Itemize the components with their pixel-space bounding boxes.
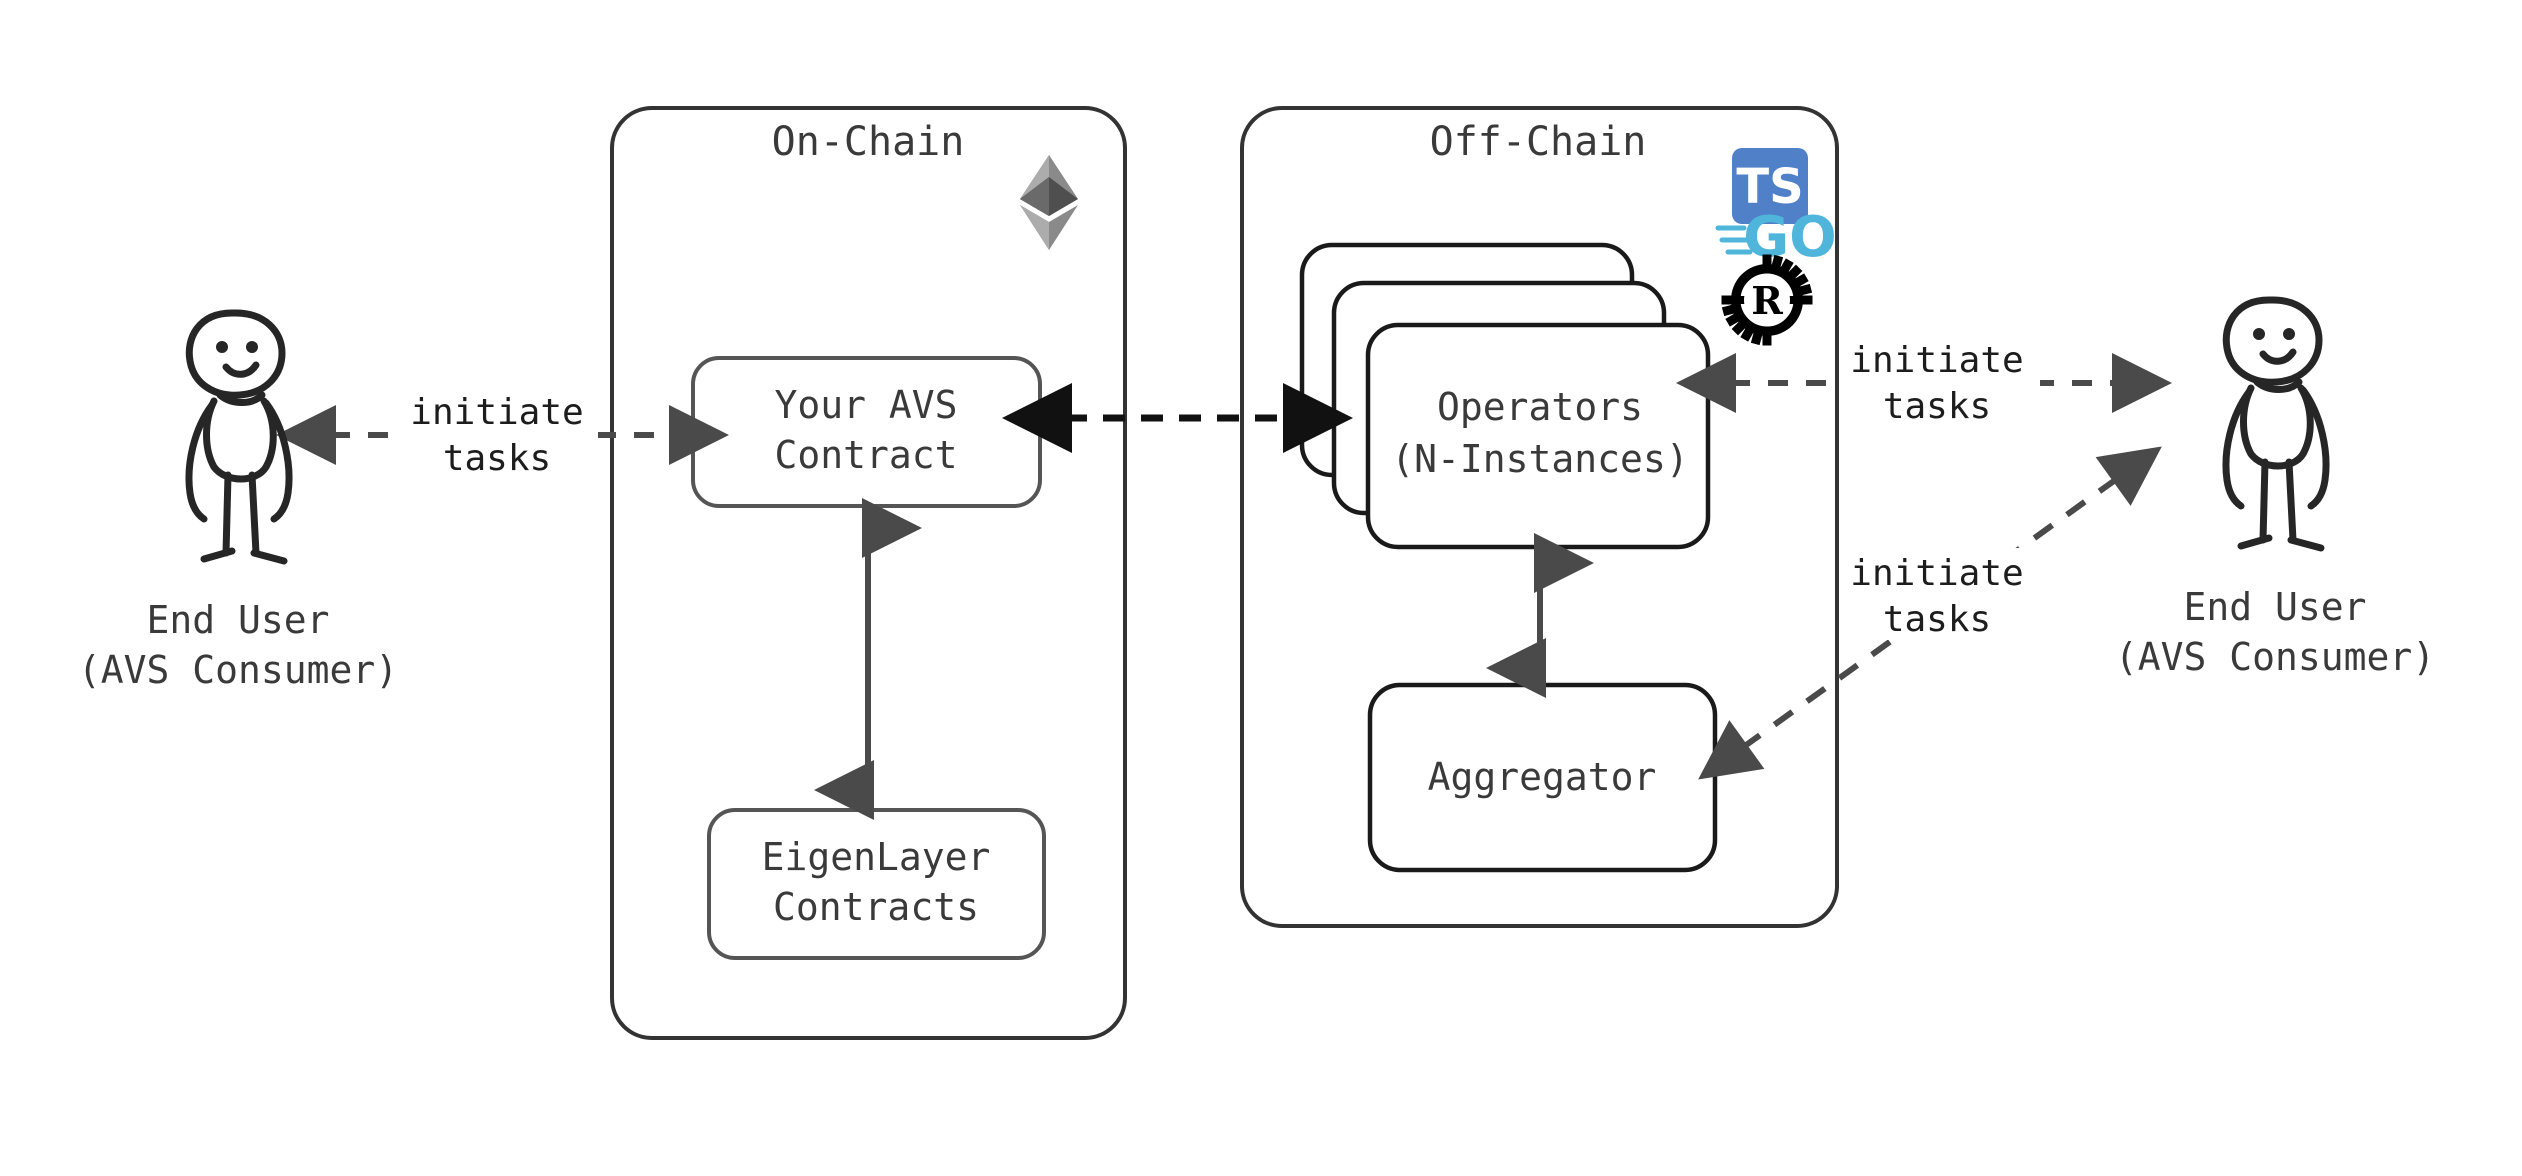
edge-right-bottom-label: initiate tasks [1840,548,2040,640]
node-eigenlayer-contracts[interactable]: EigenLayer Contracts [707,808,1046,960]
edge-right-top-label-line2: tasks [1883,386,1991,427]
edge-left-label: initiate tasks [398,392,598,480]
operators-label-line2: (N-Instances) [1391,437,1688,481]
left-user-label-line1: End User [146,598,329,642]
avs-contract-box[interactable] [691,356,1042,508]
go-logo: GO [1715,205,1837,270]
right-user-label-line1: End User [2183,585,2366,629]
actor-right-user: End User (AVS Consumer) [2115,296,2435,679]
on-chain-container: On-Chain [610,106,1127,1040]
go-logo-text: GO [1743,205,1837,270]
node-aggregator[interactable]: Aggregator [1367,682,1718,873]
actor-left-user: End User (AVS Consumer) [78,309,398,692]
left-user-label-line2: (AVS Consumer) [78,648,398,692]
aggregator-label: Aggregator [1428,755,1657,799]
operators-stack-front[interactable] [1365,322,1711,550]
rust-logo-text: R [1751,278,1783,323]
on-chain-title: On-Chain [772,119,965,165]
edge-right-bottom-label-line2: tasks [1883,599,1991,640]
right-user-label-line2: (AVS Consumer) [2115,635,2435,679]
edge-left-label-line1: initiate [410,392,583,433]
avs-contract-label-line2: Contract [774,433,957,477]
edge-right-top-label: initiate tasks [1840,338,2040,428]
node-operators[interactable]: Operators (N-Instances) [1299,242,1711,550]
node-avs-contract[interactable]: Your AVS Contract [691,356,1042,508]
off-chain-title: Off-Chain [1430,119,1647,165]
edge-right-top-label-line1: initiate [1850,340,2023,381]
eigenlayer-contracts-box[interactable] [707,808,1046,960]
eigenlayer-label-line1: EigenLayer [762,835,991,879]
avs-contract-label-line1: Your AVS [774,383,957,427]
operators-label-line1: Operators [1437,385,1643,429]
typescript-logo: TS [1732,148,1808,224]
ethereum-logo [1020,155,1078,250]
eigenlayer-label-line2: Contracts [773,885,979,929]
edge-right-bottom-label-line1: initiate [1850,553,2023,594]
on-chain-container-border [610,106,1127,1040]
typescript-logo-text: TS [1736,159,1803,215]
rust-logo: R [1721,254,1813,346]
edge-left-label-line2: tasks [443,438,551,479]
